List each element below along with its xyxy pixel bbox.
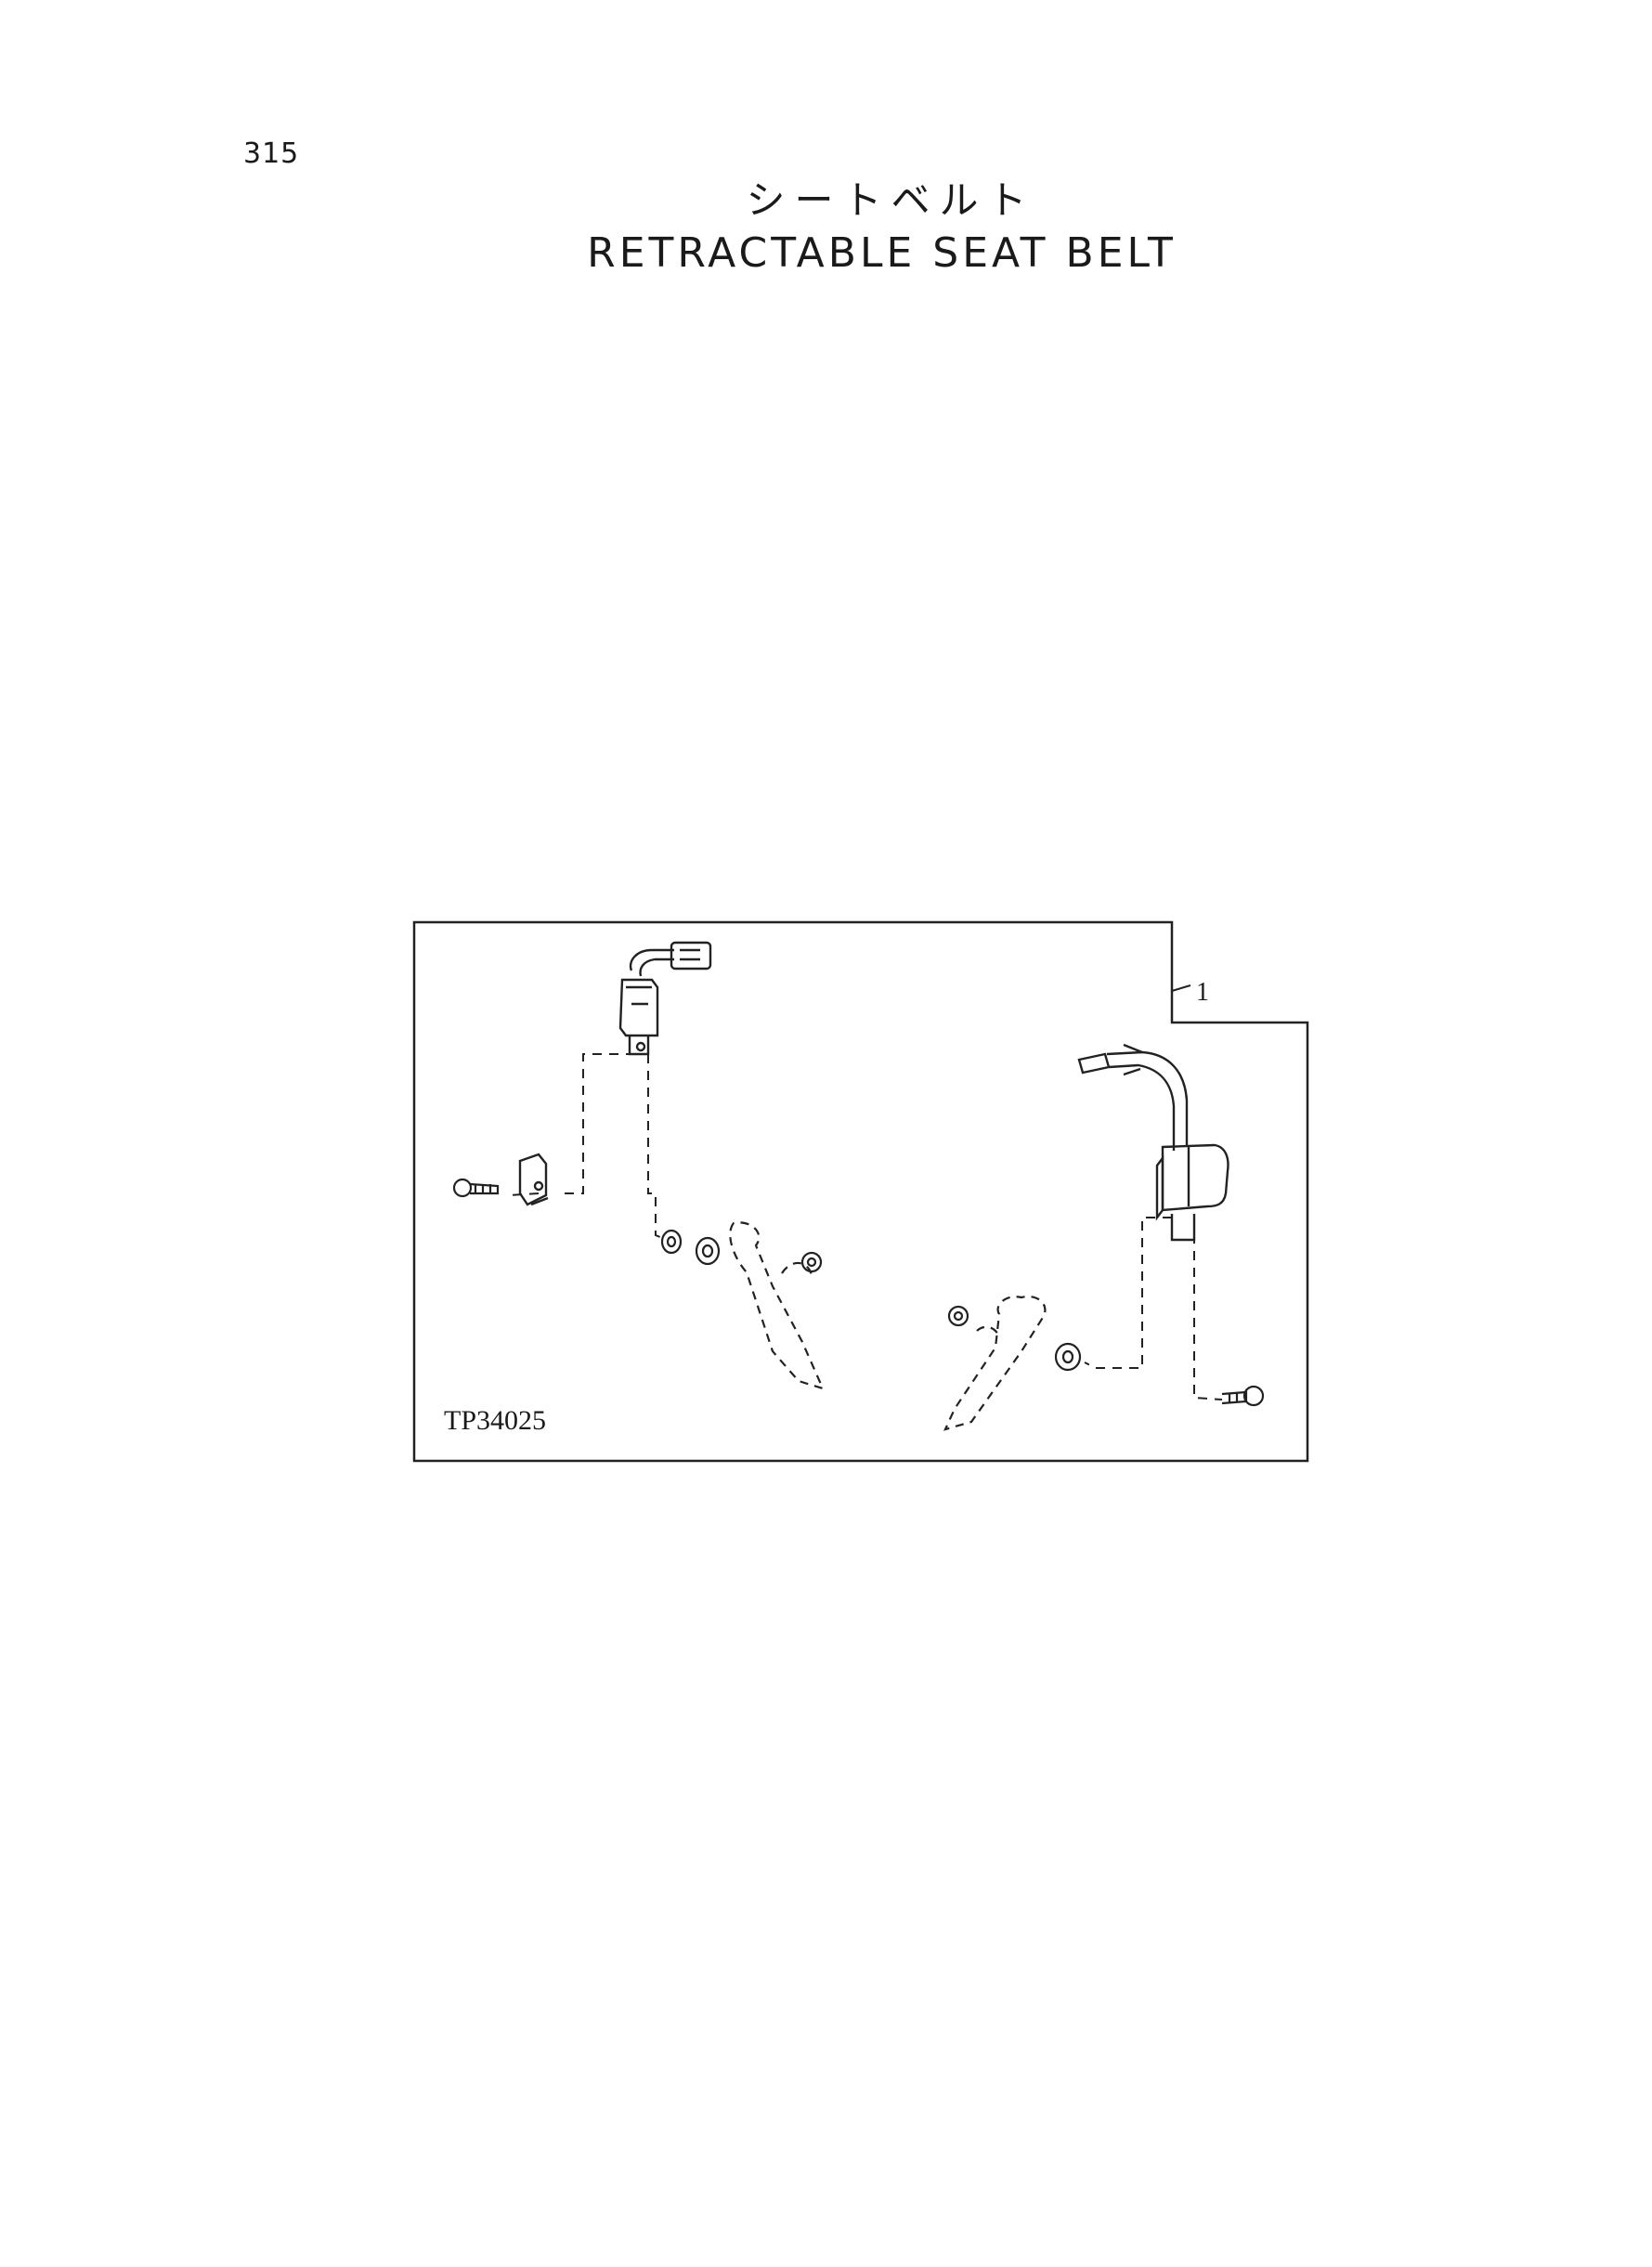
title-japanese: シートベルト xyxy=(746,177,1036,223)
left-spacers xyxy=(660,1229,823,1273)
left-buckle-assembly xyxy=(618,941,712,1056)
left-bolt xyxy=(452,1178,500,1198)
figure-code: TP34025 xyxy=(444,1405,547,1436)
title-english: RETRACTABLE SEAT BELT xyxy=(587,229,1177,277)
callout-label: 1 xyxy=(1196,978,1209,1007)
parts-illustration xyxy=(412,920,1309,1463)
figure-frame xyxy=(412,920,1309,1463)
left-anchor-bracket xyxy=(518,1153,549,1206)
callout-leader xyxy=(1171,984,1191,992)
page-number: 315 xyxy=(243,137,300,170)
right-bolt xyxy=(1221,1385,1265,1407)
right-spacers xyxy=(947,1305,1082,1372)
right-mount-arm xyxy=(943,1296,1047,1431)
right-dashed-leaders xyxy=(1084,1217,1223,1401)
title-block: シートベルト RETRACTABLE SEAT BELT xyxy=(0,175,1652,280)
parts-diagram: 1 TP34025 xyxy=(409,915,1309,1463)
left-dashed-leaders xyxy=(508,1053,668,1241)
right-retractor-assembly xyxy=(1077,1043,1229,1242)
left-mount-arm xyxy=(729,1221,825,1390)
